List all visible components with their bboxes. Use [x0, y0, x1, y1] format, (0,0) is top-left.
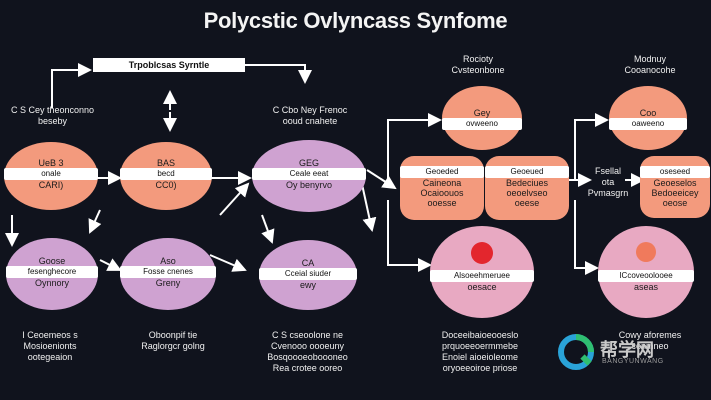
- watermark-logo-icon: [558, 334, 594, 370]
- watermark-text-cn: 帮学网: [600, 340, 654, 361]
- top-banner-label: Trpoblcsas Syrntle: [93, 58, 245, 72]
- box-1: Geoeded Caineona Ocaioouos ooesse: [400, 156, 484, 220]
- box-2: Geoeued Bedeciues oeoelvseo oeese: [485, 156, 569, 220]
- orange-marker-icon: [636, 242, 656, 262]
- node-8: Coo oaweeno: [609, 86, 687, 150]
- node-5: Aso Fosse cnenes Greny: [120, 238, 216, 310]
- watermark: 帮学网 BANGYUNWANG: [556, 332, 706, 372]
- node-1: UeB 3 onale CARI): [4, 142, 98, 210]
- node-7: Gey ovweeno: [442, 86, 522, 150]
- node-3: GEG Ceale eeat Oy benyrvo: [252, 140, 366, 212]
- diagram-title: Polycstic Ovlyncass Synfome: [203, 8, 508, 33]
- red-marker-icon: [471, 242, 493, 264]
- watermark-text-en: BANGYUNWANG: [602, 358, 664, 365]
- node-4: Goose fesenghecore Oynnory: [6, 238, 98, 310]
- node-2: BAS becd CC0): [120, 142, 212, 210]
- node-6: CA Cceial siuder ewy: [259, 240, 357, 310]
- node-circle-2: ICcoveoolooee aseas: [598, 226, 694, 318]
- box-3: oseseed Geoeselos Bedoeeicey oeose: [640, 156, 710, 218]
- node-circle-1: Alsoeehmeruee oesace: [430, 226, 534, 318]
